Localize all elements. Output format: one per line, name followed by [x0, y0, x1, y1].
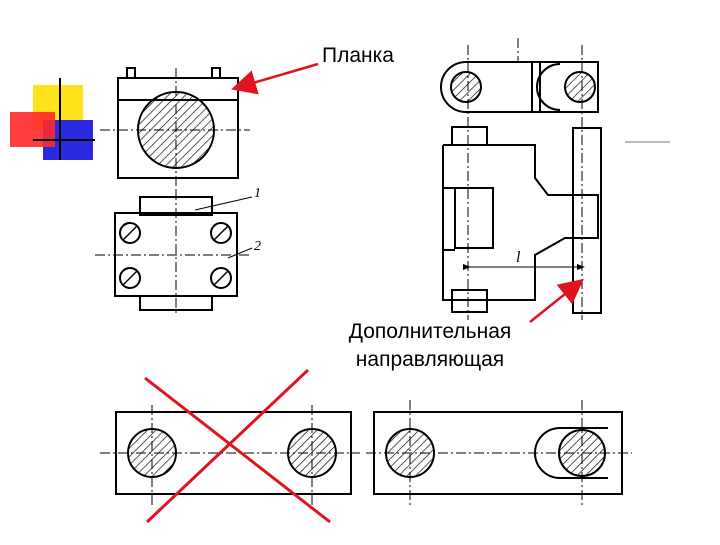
dimension-label-l: l — [516, 249, 521, 266]
slotted-link-view — [366, 400, 632, 505]
guide-pointer-arrow — [529, 278, 584, 323]
additional-guide-label-line1: Дополнительная — [348, 320, 512, 343]
plate-with-bolts-view — [95, 190, 253, 315]
rigid-link-view-crossed — [100, 405, 360, 505]
guided-link-view — [440, 38, 602, 320]
decorative-squares-logo — [10, 78, 95, 160]
planka-label: Планка — [322, 44, 394, 67]
leader-label-1: 1 — [254, 186, 261, 201]
top-left-clamp-view — [100, 67, 250, 192]
leader-label-2: 2 — [254, 239, 261, 254]
additional-guide-label-line2: направляющая — [355, 348, 505, 371]
additional-guide-label: Дополнительная направляющая — [300, 318, 560, 374]
planka-pointer-arrow — [231, 62, 319, 95]
red-cross-mark — [144, 368, 331, 524]
